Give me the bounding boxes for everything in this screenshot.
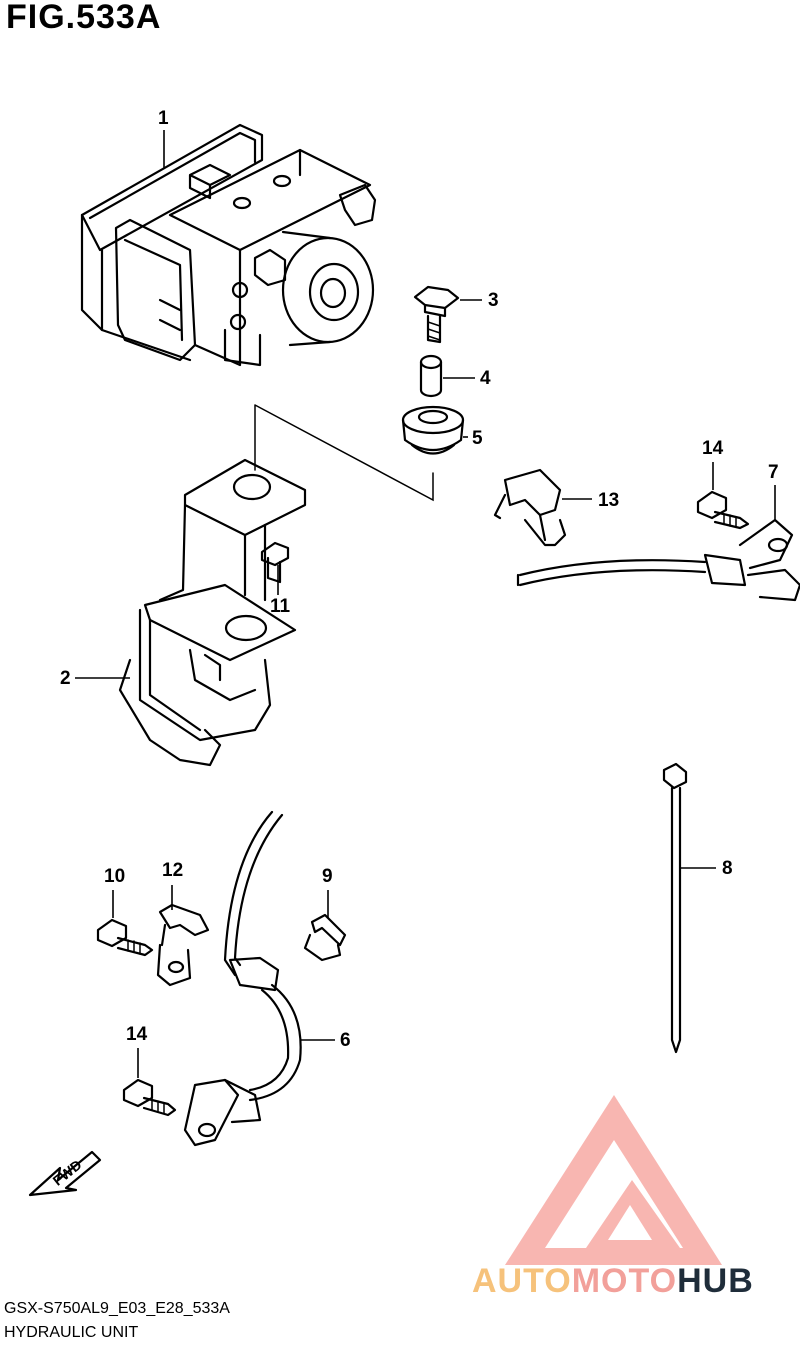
- callout-2: 2: [60, 668, 71, 689]
- diagram-code: GSX-S750AL9_E03_E28_533A: [4, 1300, 230, 1317]
- brand-moto: MOTO: [571, 1262, 678, 1300]
- sensor-7-part[interactable]: [516, 518, 800, 602]
- clamp-12-part[interactable]: [156, 903, 210, 987]
- clamp-13-part[interactable]: [493, 468, 567, 547]
- callout-12: 12: [162, 860, 183, 881]
- cable-tie-8-part[interactable]: [662, 762, 688, 1054]
- bolt-10-part[interactable]: [96, 918, 154, 957]
- callout-4: 4: [480, 368, 491, 389]
- brand-auto: AUTO: [472, 1262, 572, 1300]
- clip-9-part[interactable]: [303, 913, 347, 962]
- watermark-logo: [505, 1095, 722, 1265]
- brand-watermark: AUTOMOTOHUB: [472, 1262, 754, 1301]
- bolt-3-part[interactable]: [413, 285, 460, 344]
- collar-4-part[interactable]: [419, 354, 443, 398]
- callout-9: 9: [322, 866, 333, 887]
- bolt-14-upper-part[interactable]: [696, 490, 750, 530]
- callout-11: 11: [270, 596, 291, 617]
- brand-hub: HUB: [677, 1262, 754, 1300]
- bracket-part[interactable]: [118, 458, 307, 767]
- callout-7: 7: [768, 462, 779, 483]
- sensor-6-part[interactable]: [183, 810, 302, 1147]
- figure-title: FIG.533A: [6, 0, 162, 36]
- bolt-11-part[interactable]: [260, 541, 290, 584]
- callout-10: 10: [104, 866, 125, 887]
- callout-6: 6: [340, 1030, 351, 1051]
- fwd-arrow-icon: FWD: [28, 1150, 102, 1197]
- callout-14b: 14: [126, 1024, 148, 1045]
- callout-1: 1: [158, 108, 169, 129]
- callout-13: 13: [598, 490, 619, 511]
- hydraulic-unit-part[interactable]: [80, 123, 377, 367]
- callout-3: 3: [488, 290, 499, 311]
- callout-8: 8: [722, 858, 733, 879]
- grommet-5-part[interactable]: [401, 405, 465, 455]
- callout-5: 5: [472, 428, 483, 449]
- bolt-14-lower-part[interactable]: [122, 1078, 177, 1117]
- callout-14a: 14: [702, 438, 724, 459]
- diagram-name: HYDRAULIC UNIT: [4, 1324, 139, 1341]
